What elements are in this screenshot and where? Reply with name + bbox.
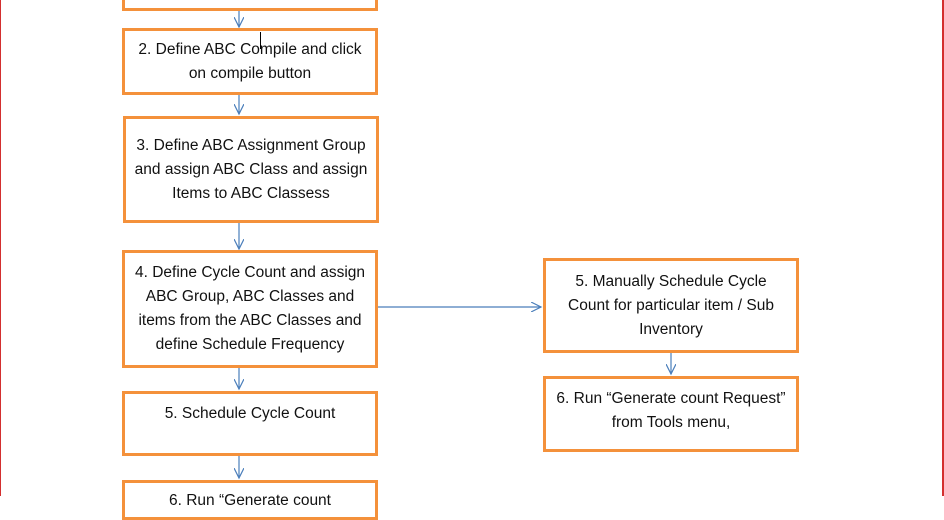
step-4-box: 4. Define Cycle Count and assign ABC Gro… [122,250,378,368]
step-6-right-box: 6. Run “Generate count Request” from Too… [543,376,799,452]
step-4-text: 4. Define Cycle Count and assign ABC Gro… [134,264,366,353]
step-3-text: 3. Define ABC Assignment Group and assig… [134,136,368,202]
step-3-box: 3. Define ABC Assignment Group and assig… [123,116,379,223]
text-cursor [260,32,261,49]
step-5-left-text: 5. Schedule Cycle Count [164,405,336,422]
step-6-left-box: 6. Run “Generate count [122,480,378,520]
step-5-left-box: 5. Schedule Cycle Count [122,391,378,456]
page-frame-left [0,0,1,496]
step-2-box: 2. Define ABC Compile and click on compi… [122,28,378,95]
step-6-right-text: 6. Run “Generate count Request” from Too… [556,390,786,431]
step-5-right-box: 5. Manually Schedule Cycle Count for par… [543,258,799,353]
step-6-left-text: 6. Run “Generate count [169,492,331,509]
step-2-text: 2. Define ABC Compile and click on compi… [138,40,362,82]
step-5-right-text: 5. Manually Schedule Cycle Count for par… [568,272,774,338]
step-1-box [122,0,378,11]
connectors [0,10,944,496]
page-frame-right [942,0,944,496]
